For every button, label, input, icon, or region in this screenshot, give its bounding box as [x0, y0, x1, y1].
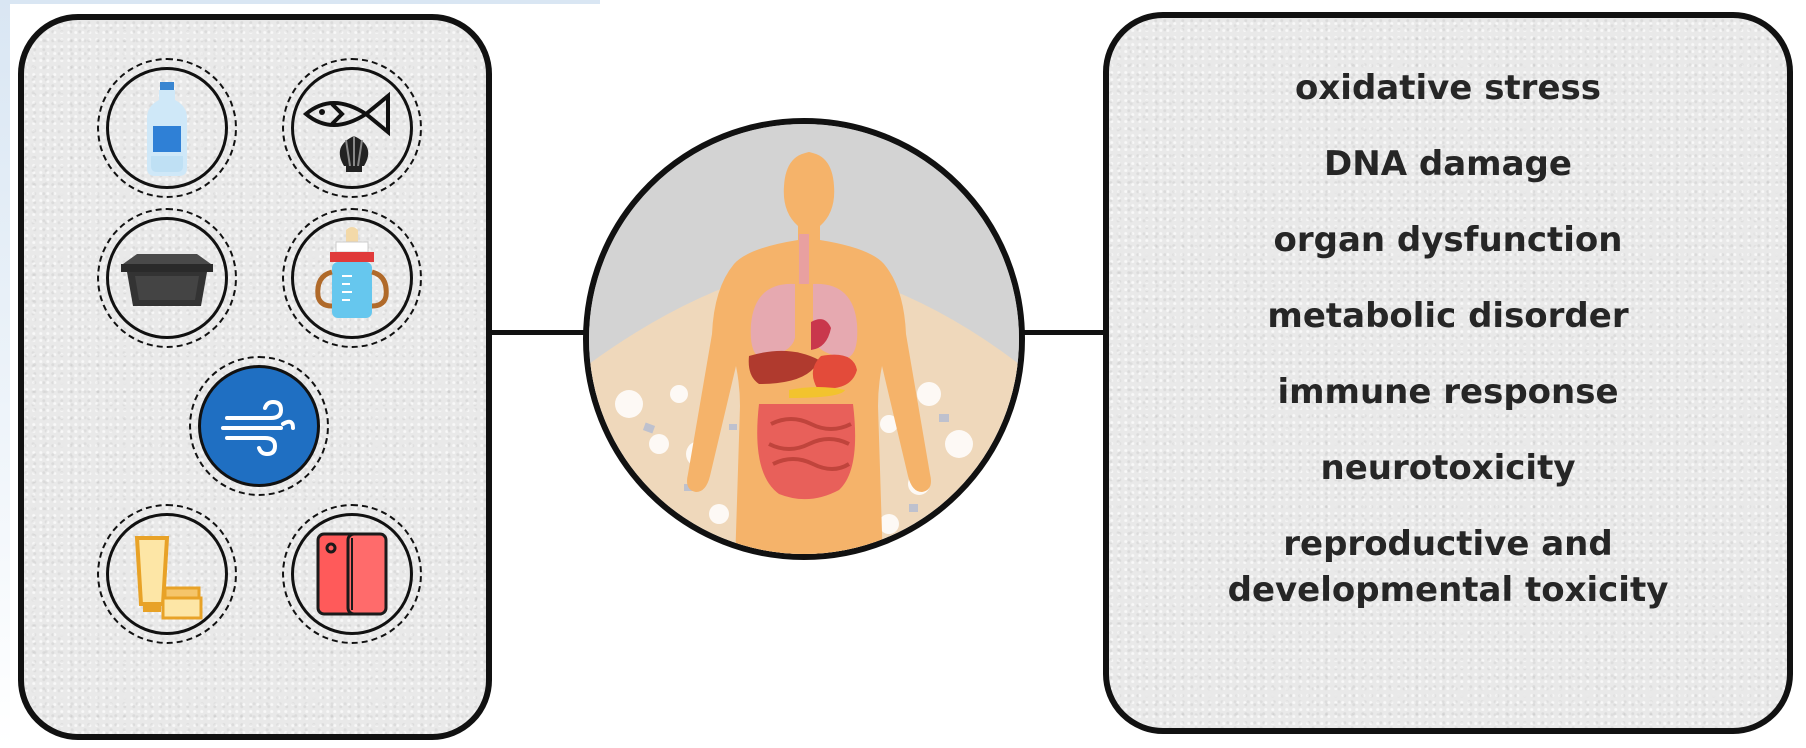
water-bottle-icon [109, 70, 225, 186]
connector-line-left [492, 330, 588, 335]
effect-organ-dysfunction: organ dysfunction [1109, 220, 1787, 260]
fish-and-shell-icon [294, 70, 410, 186]
cosmetics-icon [109, 516, 225, 632]
source-cosmetics [97, 504, 237, 644]
effect-oxidative-stress: oxidative stress [1109, 68, 1787, 108]
source-water-bottle [97, 58, 237, 198]
effect-dna-damage: DNA damage [1109, 144, 1787, 184]
human-body-organs-icon [589, 124, 1019, 554]
effect-reproductive: reproductive and [1109, 524, 1787, 564]
baby-bottle-icon [294, 220, 410, 336]
effect-immune-response: immune response [1109, 372, 1787, 412]
human-body-circle [583, 118, 1025, 560]
source-seafood [282, 58, 422, 198]
air-wind-icon [201, 368, 317, 484]
source-air [189, 356, 329, 496]
effects-list: oxidative stress DNA damage organ dysfun… [1109, 68, 1787, 610]
exposure-sources-panel [18, 14, 492, 740]
health-effects-panel: oxidative stress DNA damage organ dysfun… [1103, 12, 1793, 734]
effect-developmental-toxicity: developmental toxicity [1109, 570, 1787, 610]
connector-line-right [1015, 330, 1105, 335]
source-food-container [97, 208, 237, 348]
phone-case-icon [294, 516, 410, 632]
effect-neurotoxicity: neurotoxicity [1109, 448, 1787, 488]
food-container-icon [109, 220, 225, 336]
source-phone-case [282, 504, 422, 644]
source-baby-bottle [282, 208, 422, 348]
effect-metabolic-disorder: metabolic disorder [1109, 296, 1787, 336]
